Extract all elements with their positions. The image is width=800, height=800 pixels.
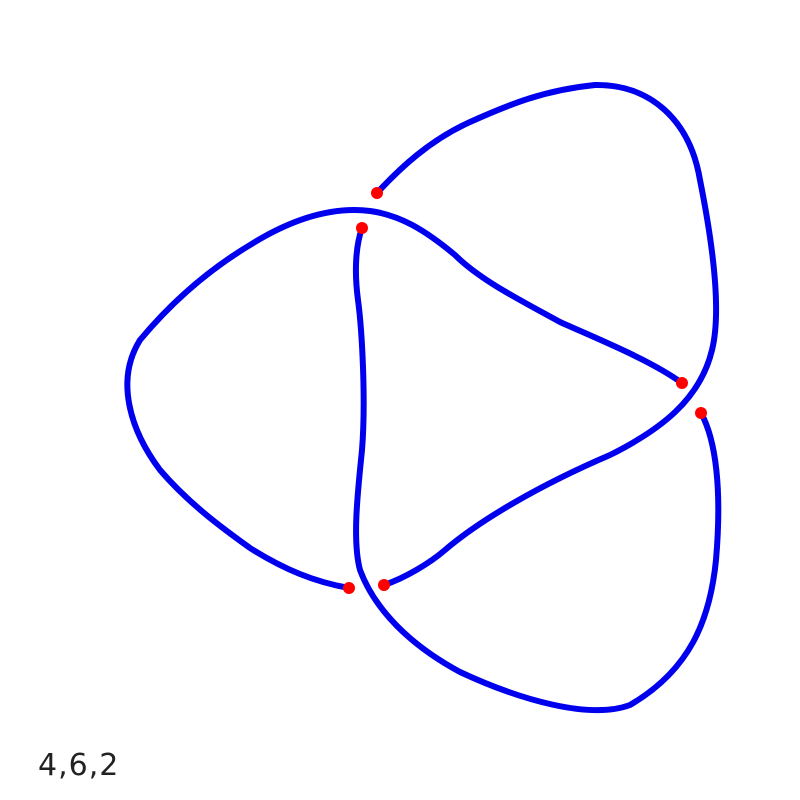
endpoint-lower-end [356, 222, 368, 234]
caption-label: 4,6,2 [38, 748, 120, 783]
endpoint-left-end [343, 582, 355, 594]
strand-lower-lobe [352, 225, 722, 714]
endpoint-upper-start [371, 187, 383, 199]
endpoint-lower-start [695, 407, 707, 419]
endpoint-upper-end [378, 579, 390, 591]
strand-upper-lobe [374, 81, 720, 588]
strand-left-lobe [124, 207, 685, 591]
endpoint-left-start [676, 377, 688, 389]
